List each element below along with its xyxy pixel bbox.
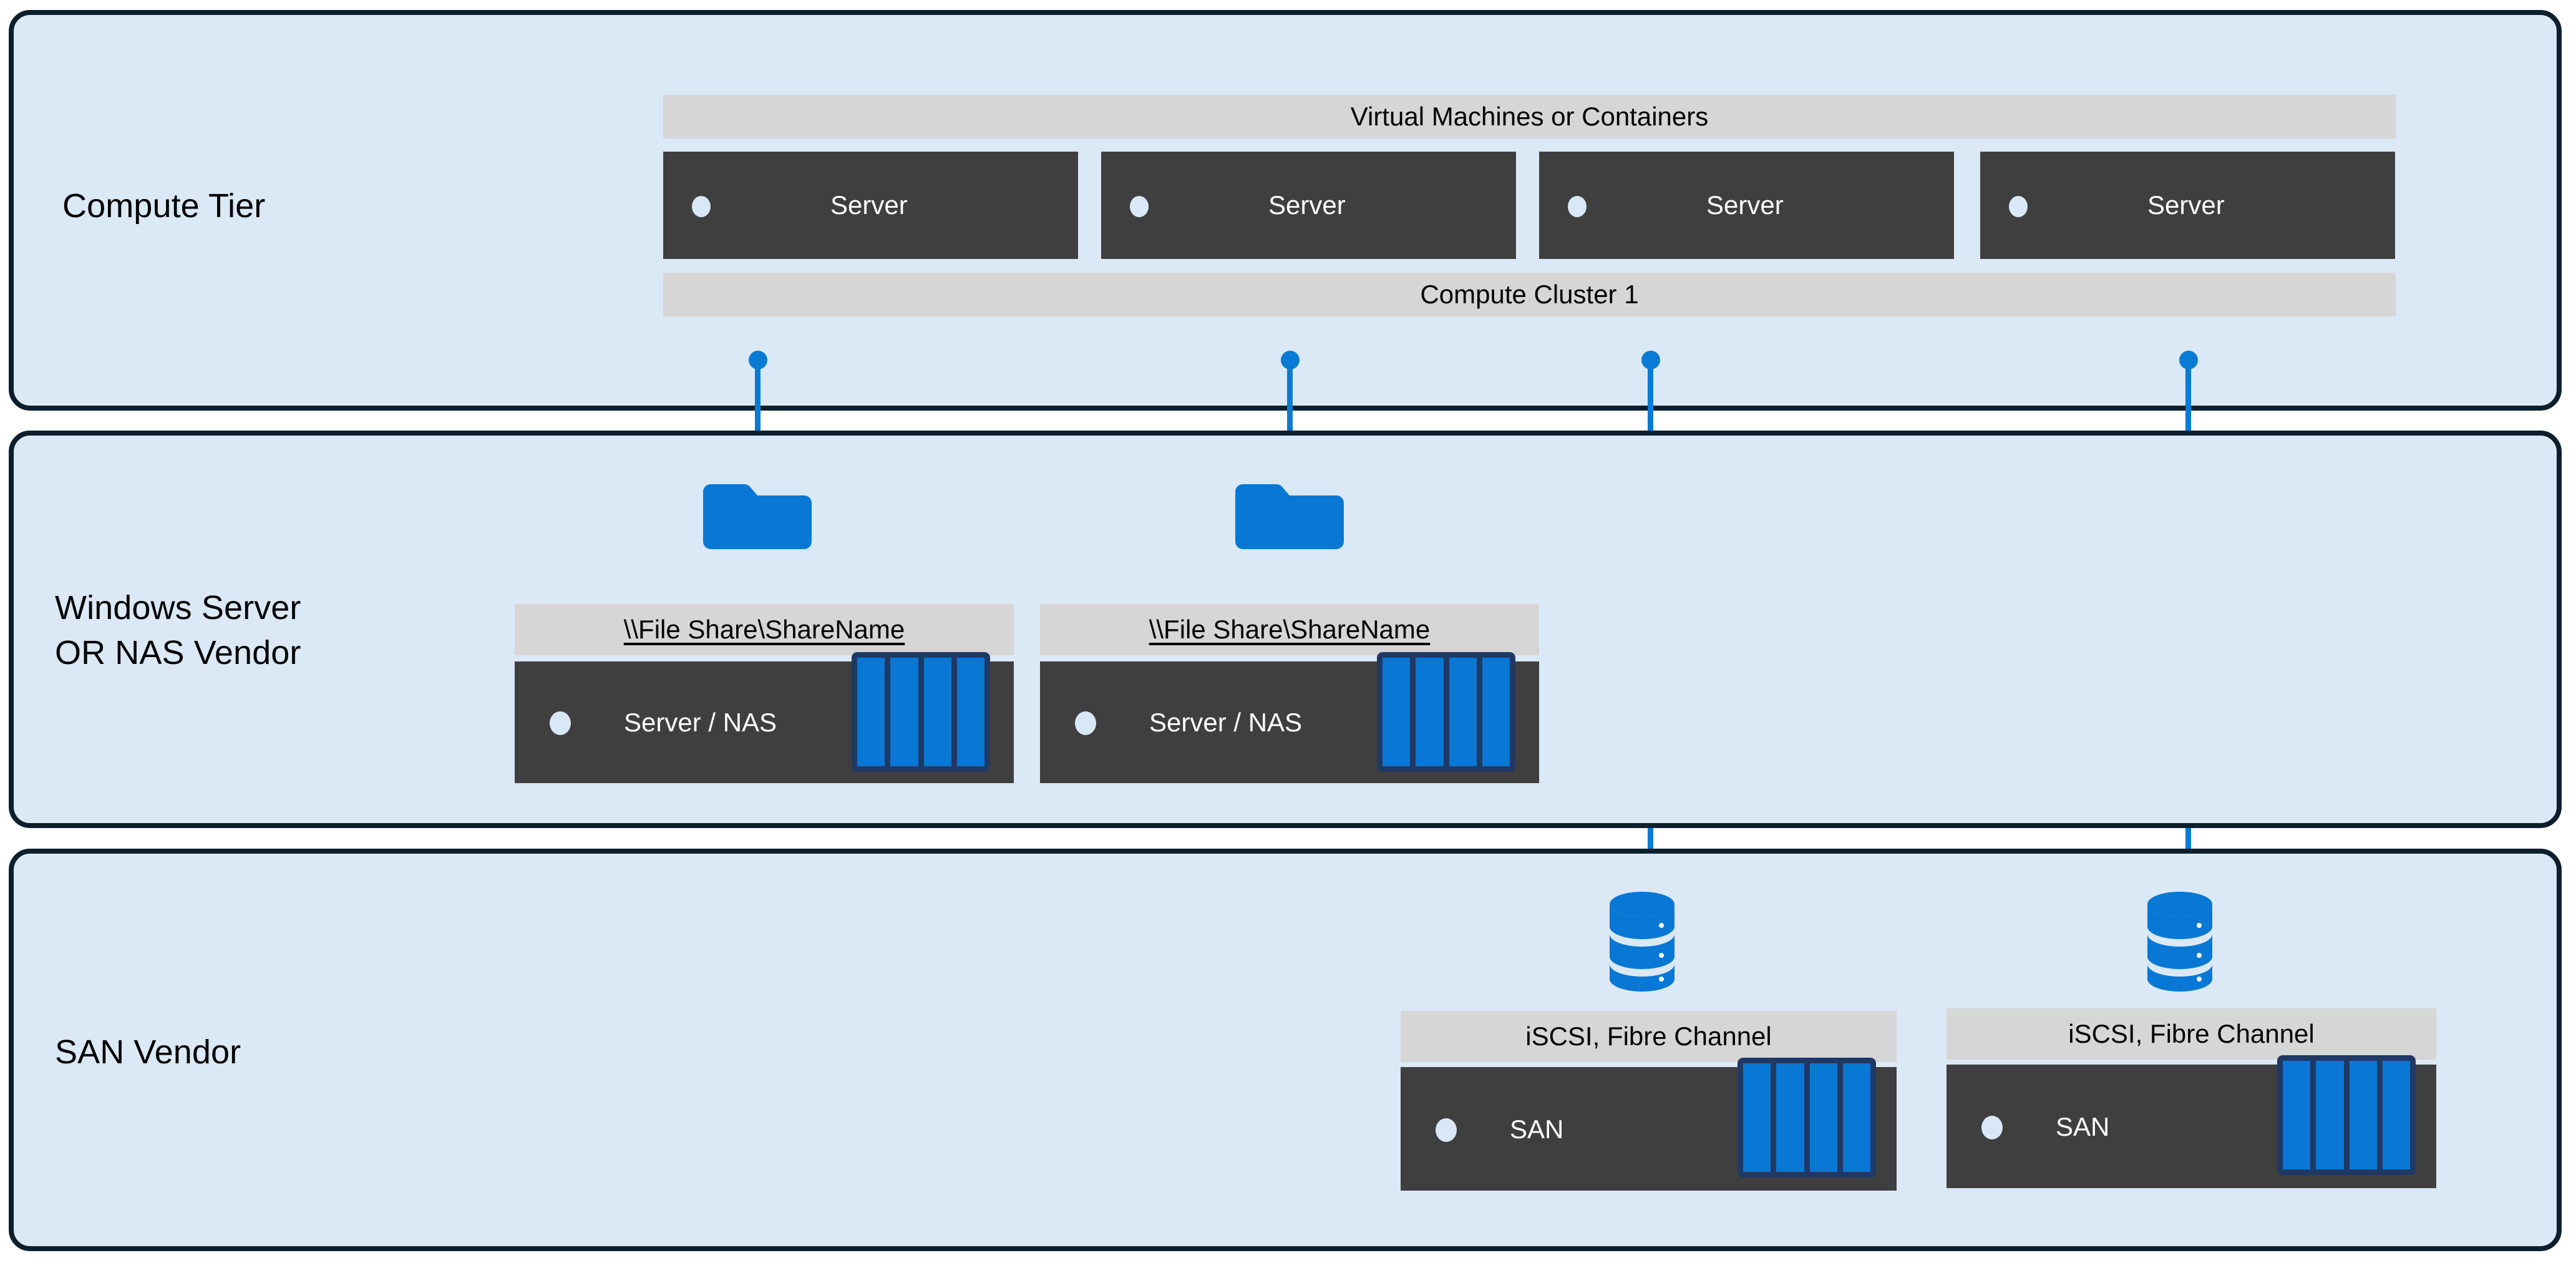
connector-line-2 (1287, 358, 1293, 490)
compute-server-box-4[interactable]: Server (1980, 152, 2395, 259)
compute-bottom-band: Compute Cluster 1 (663, 273, 2396, 316)
drive-bay (2283, 1061, 2311, 1169)
drive-bay (1416, 658, 1444, 766)
drive-bays-icon (1738, 1058, 1876, 1178)
san-device-box-1[interactable]: SAN (1401, 1058, 1897, 1191)
folder-icon (703, 484, 812, 549)
san-device-label-2: SAN (2056, 1112, 2110, 1141)
drive-bay (956, 658, 984, 766)
status-led-icon (1568, 196, 1587, 217)
fileshare-device-box-1[interactable]: Server / NAS (515, 652, 1014, 783)
drive-bay (1482, 658, 1510, 766)
tier-label-compute: Compute Tier (62, 187, 266, 225)
compute-top-band: Virtual Machines or Containers (663, 95, 2396, 139)
compute-server-label-1: Server (830, 190, 908, 220)
status-led-icon (2009, 196, 2028, 217)
drive-bays-icon (852, 652, 990, 772)
san-device-label-1: SAN (1510, 1114, 1564, 1144)
drive-bay (2316, 1061, 2344, 1169)
connector-endpoint-dot (1641, 351, 1660, 369)
tier-label-fileshare: Windows Server OR NAS Vendor (55, 589, 301, 672)
compute-server-box-2[interactable]: Server (1101, 152, 1516, 259)
fileshare-device-label-1: Server / NAS (624, 708, 777, 737)
san-band-1: iSCSI, Fibre Channel (1401, 1011, 1897, 1062)
connector-endpoint-dot (749, 351, 767, 369)
drive-bay (1809, 1063, 1837, 1172)
compute-server-label-3: Server (1706, 190, 1784, 220)
san-band-2: iSCSI, Fibre Channel (1947, 1008, 2436, 1060)
drive-bay (2382, 1061, 2410, 1169)
status-led-icon (1130, 196, 1149, 217)
status-led-icon (1981, 1116, 2003, 1139)
drive-bay (890, 658, 918, 766)
drive-bays-icon (2277, 1055, 2416, 1175)
drive-bay (1383, 658, 1411, 766)
compute-server-label-4: Server (2147, 190, 2225, 220)
compute-server-box-1[interactable]: Server (663, 152, 1078, 259)
drive-bay (1776, 1063, 1804, 1172)
fileshare-device-label-2: Server / NAS (1149, 708, 1303, 737)
status-led-icon (1075, 711, 1096, 735)
fileshare-band-2[interactable]: \\File Share\ShareName (1040, 604, 1539, 655)
status-led-icon (550, 711, 571, 735)
compute-server-box-3[interactable]: Server (1539, 152, 1954, 259)
database-icon (2147, 892, 2212, 992)
connector-line-1 (755, 358, 761, 490)
drive-bay (1842, 1063, 1870, 1172)
folder-icon (1235, 484, 1344, 549)
fileshare-band-1[interactable]: \\File Share\ShareName (515, 604, 1014, 655)
drive-bay (1449, 658, 1477, 766)
compute-server-label-2: Server (1268, 190, 1346, 220)
status-led-icon (692, 196, 711, 217)
database-icon (1610, 892, 1674, 992)
connector-endpoint-dot (1281, 351, 1300, 369)
connector-endpoint-dot (2179, 351, 2198, 369)
status-led-icon (1436, 1118, 1457, 1142)
drive-bays-icon (1377, 652, 1515, 772)
drive-bay (1743, 1063, 1771, 1172)
drive-bay (2349, 1061, 2377, 1169)
drive-bay (923, 658, 951, 766)
drive-bay (857, 658, 885, 766)
tier-label-san: SAN Vendor (55, 1033, 241, 1071)
san-device-box-2[interactable]: SAN (1947, 1055, 2436, 1188)
fileshare-device-box-2[interactable]: Server / NAS (1040, 652, 1539, 783)
